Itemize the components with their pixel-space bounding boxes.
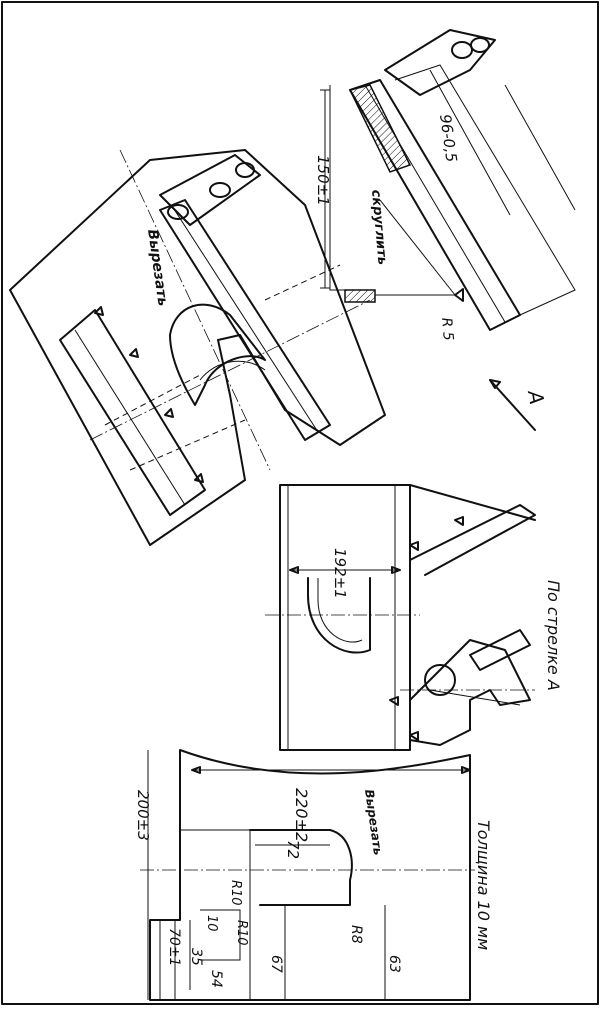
dim-192: 192±1: [331, 548, 349, 599]
dim-72: 72: [284, 840, 302, 859]
dim-96: 96-0,5: [436, 113, 461, 163]
dim-70: 70±1: [166, 928, 182, 966]
dim-54: 54: [208, 970, 224, 988]
arrow-a-view: 192±1 По стрелке А: [265, 484, 563, 751]
flat-plate-view: 220±2 Толщина 10 мм Вырезать 72 200±3 R1…: [134, 749, 493, 1001]
dim-220: 220±2: [292, 788, 311, 842]
r10-top-label: R10: [228, 880, 243, 906]
cut-label-top: Вырезать: [144, 228, 171, 307]
dim-10: 10: [204, 915, 219, 932]
cut-label-bottom: Вырезать: [362, 788, 385, 856]
thickness-label: Толщина 10 мм: [474, 820, 493, 950]
dim-35: 35: [188, 948, 204, 966]
radius-5-label: R 5: [438, 317, 456, 341]
r8-label: R8: [348, 925, 364, 944]
dim-67: 67: [268, 955, 284, 973]
dim-200: 200±3: [134, 790, 152, 841]
r10-bottom-label: R10: [234, 920, 249, 946]
angled-arm-view: 150±1 96-0,5 скруглить R 5 А: [314, 29, 576, 431]
by-arrow-a-label: По стрелке А: [544, 580, 563, 691]
bend-label: скруглить: [368, 189, 390, 266]
dim-150: 150±1: [314, 155, 332, 206]
view-a-label: А: [523, 387, 549, 407]
dim-63: 63: [386, 955, 402, 973]
